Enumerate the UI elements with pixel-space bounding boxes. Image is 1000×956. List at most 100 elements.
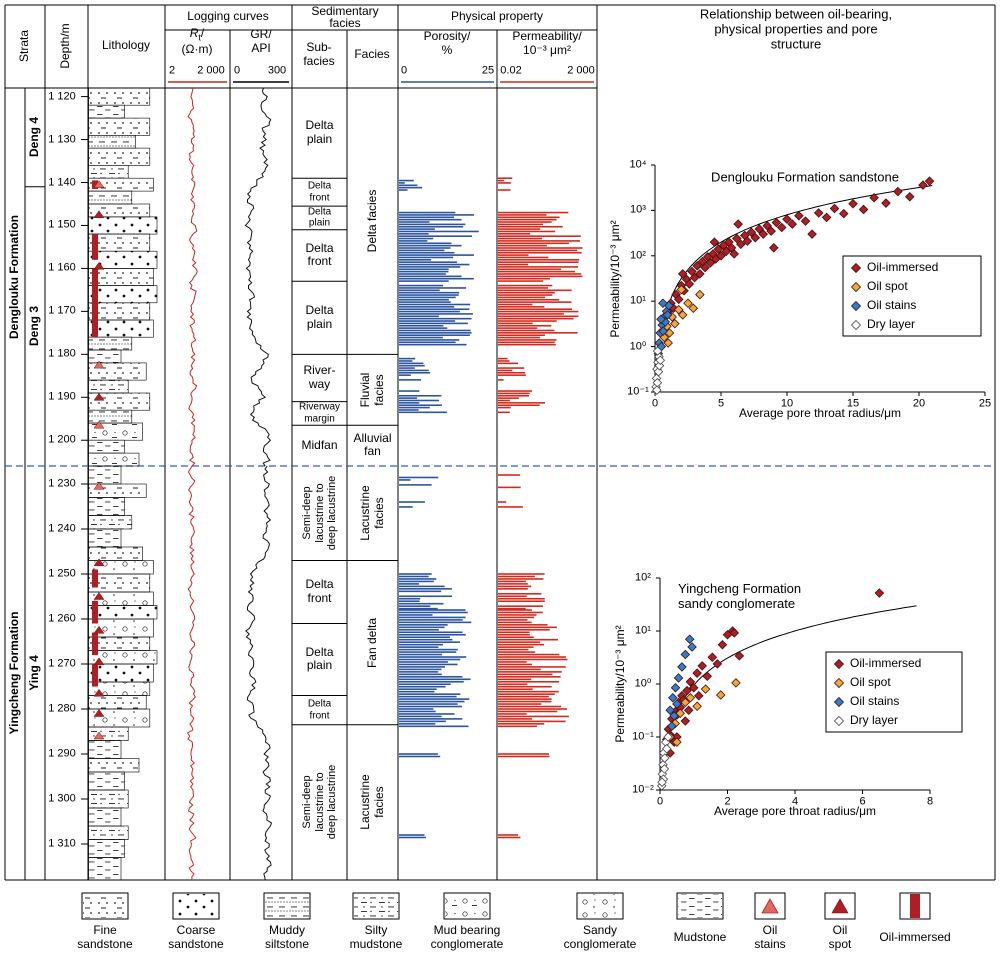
lithology-block (88, 465, 122, 485)
oil-immersed-mark (92, 664, 98, 687)
scatter-point (684, 634, 695, 644)
scatter-point (716, 251, 726, 261)
lithology-block (88, 319, 154, 338)
scatter-point (653, 366, 664, 377)
scatter-point (736, 239, 746, 249)
scatter-point (692, 701, 702, 712)
scatter-point (680, 716, 691, 726)
oil-spot-mark (93, 558, 105, 567)
scatter-point (833, 696, 845, 708)
lithology-block (88, 409, 133, 424)
lithology-block (88, 740, 122, 759)
scatter-point (676, 284, 687, 295)
oil-spot-mark (93, 688, 105, 697)
oil-spot-mark (93, 392, 105, 401)
scatter-point (850, 319, 862, 331)
scatter-point (874, 588, 885, 598)
oil-immersed-mark (92, 234, 98, 260)
scatter-point (670, 318, 680, 329)
scatter-point (715, 690, 726, 700)
scatter-point (673, 304, 684, 315)
lithology-block (88, 546, 143, 561)
scatter-point (794, 211, 804, 221)
oil-spot-mark (93, 261, 105, 270)
lithology-block (88, 379, 129, 394)
scatter-point (682, 685, 692, 696)
scatter-point (668, 692, 678, 703)
scatter-point (754, 224, 765, 234)
scatter-point (712, 659, 723, 669)
oil-immersed-mark (92, 569, 98, 588)
scatter-point (732, 233, 742, 244)
scatter-point (762, 220, 772, 231)
scatter-point (688, 303, 699, 313)
scatter-point (833, 677, 845, 689)
scatter-point (695, 269, 705, 279)
lithology-block (88, 857, 122, 881)
oil-stain-mark (93, 420, 105, 429)
lithology-block (88, 117, 151, 136)
scatter-point (813, 208, 824, 218)
lithology-block (88, 147, 151, 166)
scatter-point (652, 385, 662, 395)
plot-legend-box (825, 651, 963, 733)
scatter-point (729, 628, 740, 638)
scatter-point (904, 191, 915, 202)
oil-stain-mark (93, 180, 105, 188)
scatter-point (697, 661, 707, 671)
scatter-point (924, 176, 935, 186)
scatter-point (893, 186, 903, 197)
lithology-block (88, 758, 140, 773)
scatter-point (709, 237, 720, 247)
lithology-block (88, 605, 158, 620)
oil-spot-mark (93, 592, 105, 600)
scatter-point (833, 715, 845, 727)
scatter-point (850, 262, 862, 274)
scatter-point (663, 338, 673, 348)
lithology-block (88, 789, 129, 809)
scatter-point (702, 671, 713, 682)
oil-spot-mark (93, 210, 105, 218)
scatter-point (869, 192, 879, 203)
scatter-point (787, 219, 798, 229)
scatter-point (717, 639, 728, 650)
scatter-point (672, 699, 682, 709)
scatter-point (758, 229, 769, 239)
scatter-point (776, 222, 787, 233)
scatter-point (677, 662, 687, 672)
lithology-block (88, 165, 129, 179)
scatter-point (677, 310, 688, 320)
scatter-point (800, 216, 811, 226)
lithology-block (88, 87, 151, 106)
scatter-point (769, 243, 779, 253)
scatter-point (766, 226, 776, 236)
lithology-block (88, 663, 154, 683)
scatter-point (807, 229, 817, 239)
scatter-point (669, 711, 679, 721)
lithology-block (88, 285, 158, 304)
lithology-block (88, 268, 154, 286)
scatter-point (675, 708, 686, 719)
scatter-point (694, 690, 704, 701)
scatter-point (683, 705, 694, 715)
oil-spot-mark (93, 625, 105, 634)
scatter-point (665, 705, 675, 715)
lithology-block (88, 104, 125, 119)
oil-immersed-mark (92, 268, 98, 338)
scatter-point (652, 346, 663, 356)
scatter-point (731, 678, 741, 688)
oil-spot-mark (93, 657, 105, 666)
scatter-point (656, 314, 666, 325)
scatter-point (692, 261, 703, 271)
scatter-point (918, 180, 928, 190)
scatter-point (742, 236, 753, 246)
scatter-point (850, 300, 862, 312)
scatter-point (881, 198, 891, 208)
scatter-point (659, 753, 670, 763)
oil-stain-mark (93, 481, 105, 490)
scatter-point (838, 208, 849, 219)
lithology-block (88, 190, 133, 205)
scatter-point (746, 227, 757, 238)
